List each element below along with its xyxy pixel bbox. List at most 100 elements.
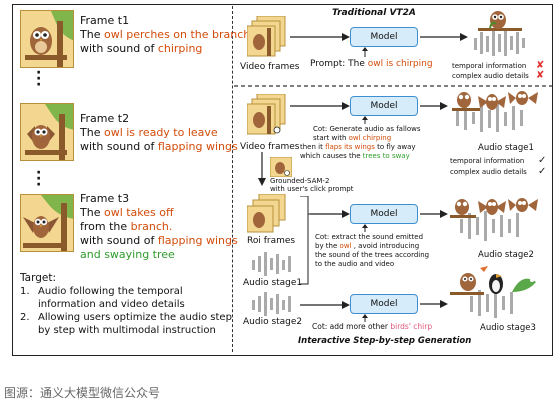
target-item-1-line1: Audio following the temporal (38, 286, 183, 297)
cot1-line2: start with owl chirping (313, 134, 391, 143)
cot3-line1: Cot: add more other birds' chirp (312, 322, 433, 332)
ellipsis-dots-1: ··· (36, 65, 42, 93)
top-output-owl-audio (474, 11, 525, 56)
top-cross-icon-1: ✘ (536, 60, 545, 71)
grounded-owl-image (270, 157, 292, 177)
text-segment: start with (313, 134, 349, 142)
text-segment: The (80, 206, 104, 219)
cot2-line4: to the audio and video (315, 260, 394, 269)
audio-stage2-label: Audio stage2 (478, 250, 534, 260)
text-segment: owl (339, 242, 352, 250)
frame-t3-line4: and swaying tree (80, 248, 175, 262)
stage2-arrow-in (310, 210, 350, 218)
stage1-cot-arrow (362, 116, 368, 124)
text-segment: owl perches on the branch (103, 28, 251, 41)
stage3-model-box: Model (350, 294, 418, 314)
stage3-arrow-in (300, 301, 350, 309)
text-segment: owl is chirping (367, 59, 433, 69)
text-segment: with sound of (80, 42, 158, 55)
text-segment: then it (300, 143, 326, 151)
text-segment: Prompt: The (310, 59, 368, 69)
top-arrow-in (290, 33, 350, 41)
grounded-sam-label-2: with user's click prompt (270, 185, 354, 193)
stage2-model-box: Model (350, 204, 418, 224)
text-segment: Cot: add more other (312, 322, 391, 331)
top-prompt-arrow (362, 47, 368, 57)
video-frames-icon-2 (247, 94, 286, 135)
video-frames-icon (247, 16, 286, 57)
cot1-line1: Cot: Generate audio as fallows (313, 125, 421, 134)
text-segment: Cot: extract the sound emitted (315, 233, 424, 241)
target-item-1-line2: information and video details (38, 299, 185, 310)
cot2-line2: by the owl , avoid introducing (315, 242, 419, 251)
text-segment: branch. (130, 220, 173, 233)
roi-frames-label: Roi frames (247, 236, 296, 246)
frame-t2-line1: The owl is ready to leave (80, 126, 218, 140)
cot2-line1: Cot: extract the sound emitted (315, 233, 423, 242)
text-segment: flapping wings (157, 140, 238, 153)
bottom-check-temporal: temporal information (450, 157, 525, 165)
text-segment: to fly away (374, 143, 416, 151)
traditional-vt2a-title: Traditional VT2A (332, 8, 416, 18)
text-segment: , avoid introducing (351, 242, 420, 250)
grounded-sam-label-1: Grounded-SAM-2 (270, 177, 330, 185)
stage1-model-box: Model (350, 96, 418, 116)
interactive-title: Interactive Step-by-step Generation (298, 336, 472, 346)
top-cross-icon-2: ✘ (536, 70, 545, 81)
bottom-check-complex: complex audio details (450, 168, 527, 176)
frame-t2-title: Frame t2 (80, 112, 130, 125)
text-segment: with sound of (80, 140, 158, 153)
text-segment: with sound of (80, 234, 158, 247)
image-source-caption: 图源：通义大模型微信公众号 (4, 386, 161, 400)
frame-t3-image (20, 194, 74, 252)
text-segment: trees to sway (362, 152, 410, 160)
text-segment: owl is ready to leave (103, 126, 218, 139)
audio-stage2-left-label: Audio stage2 (243, 317, 303, 327)
audio-stage3-label: Audio stage3 (480, 323, 536, 333)
stage3-arrow-out (420, 300, 448, 308)
stage1-arrow-out (420, 102, 448, 110)
bottom-check-icon-1: ✓ (538, 155, 547, 166)
stage3-cot-arrow (362, 314, 368, 322)
top-check-temporal: temporal information (452, 62, 527, 70)
target-item-1-num: 1. (20, 286, 30, 297)
text-segment: owl chirping (348, 134, 392, 142)
audio-stage1-left-label: Audio stage1 (243, 278, 303, 288)
top-model-box: Model (350, 27, 418, 47)
frame-t1-title: Frame t1 (80, 14, 130, 27)
text-segment: flaps its wings (325, 143, 375, 151)
roi-frames-icon (247, 194, 286, 233)
frame-t1-line2: with sound of chirping (80, 42, 202, 56)
audio-stage3-illustration (450, 266, 536, 318)
top-video-frames-label: Video frames (240, 62, 300, 72)
frame-t3-line1: The owl takes off (80, 206, 174, 220)
target-label: Target: (20, 272, 57, 284)
cot1-line3: then it flaps its wings to fly away (300, 143, 416, 152)
audio-stage1-left-wave (252, 252, 291, 276)
text-segment: which causes the (300, 152, 363, 160)
top-prompt: Prompt: The owl is chirping (310, 59, 433, 69)
ellipsis-dots-2: ··· (36, 165, 42, 193)
stage2-arrow-out (420, 210, 448, 218)
text-segment: owl takes off (103, 206, 174, 219)
text-segment: by the (315, 242, 340, 250)
text-segment: Cot: Generate audio as fallows (313, 125, 421, 133)
text-segment: birds' chirp (390, 322, 433, 331)
text-segment: the sound of the trees according (315, 251, 430, 259)
target-item-2-num: 2. (20, 312, 30, 323)
top-check-complex: complex audio details (452, 72, 529, 80)
figure-border (12, 4, 553, 356)
bottom-check-icon-2: ✓ (538, 166, 547, 177)
audio-stage2-left-wave (252, 292, 291, 316)
text-segment: The (80, 126, 104, 139)
target-item-2-line1: Allowing users optimize the audio step (38, 312, 232, 323)
audio-stage1-label: Audio stage1 (478, 143, 534, 153)
top-arrow-out (420, 33, 468, 41)
frame-t2-line2: with sound of flapping wings (80, 140, 238, 154)
text-segment: flapping wings (157, 234, 238, 247)
stage2-cot-arrow (362, 224, 368, 232)
bottom-video-frames-label: Video frames (240, 142, 300, 152)
stage1-arrow-in (290, 102, 350, 110)
text-segment: and swaying tree (80, 248, 175, 261)
audio-stage2-illustration (450, 198, 538, 241)
